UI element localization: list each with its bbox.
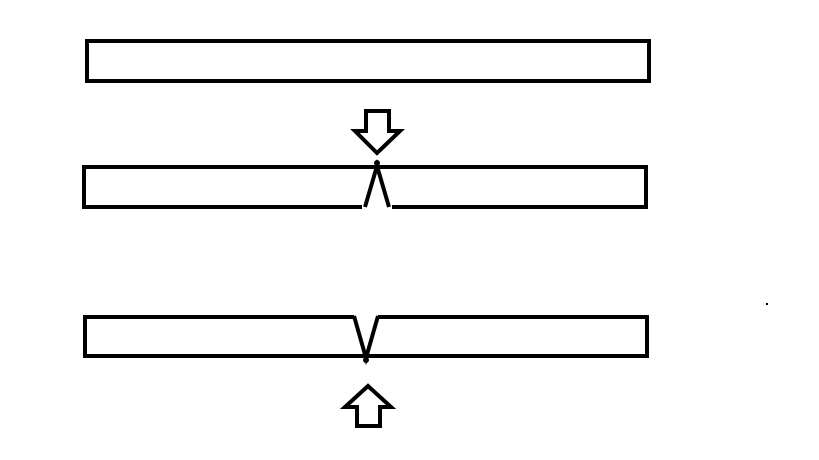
stray-dot [766, 303, 768, 305]
down-arrow-icon [350, 109, 405, 156]
middle-bar-outline [82, 165, 648, 209]
bottom-bar [83, 315, 649, 366]
top-bar [85, 39, 651, 83]
middle-bar [82, 158, 648, 209]
middle-bar-notch-tip [374, 160, 380, 166]
bottom-bar-outline [83, 315, 649, 358]
bottom-bar-notch-tip [363, 357, 369, 363]
up-arrow-icon [339, 383, 397, 428]
